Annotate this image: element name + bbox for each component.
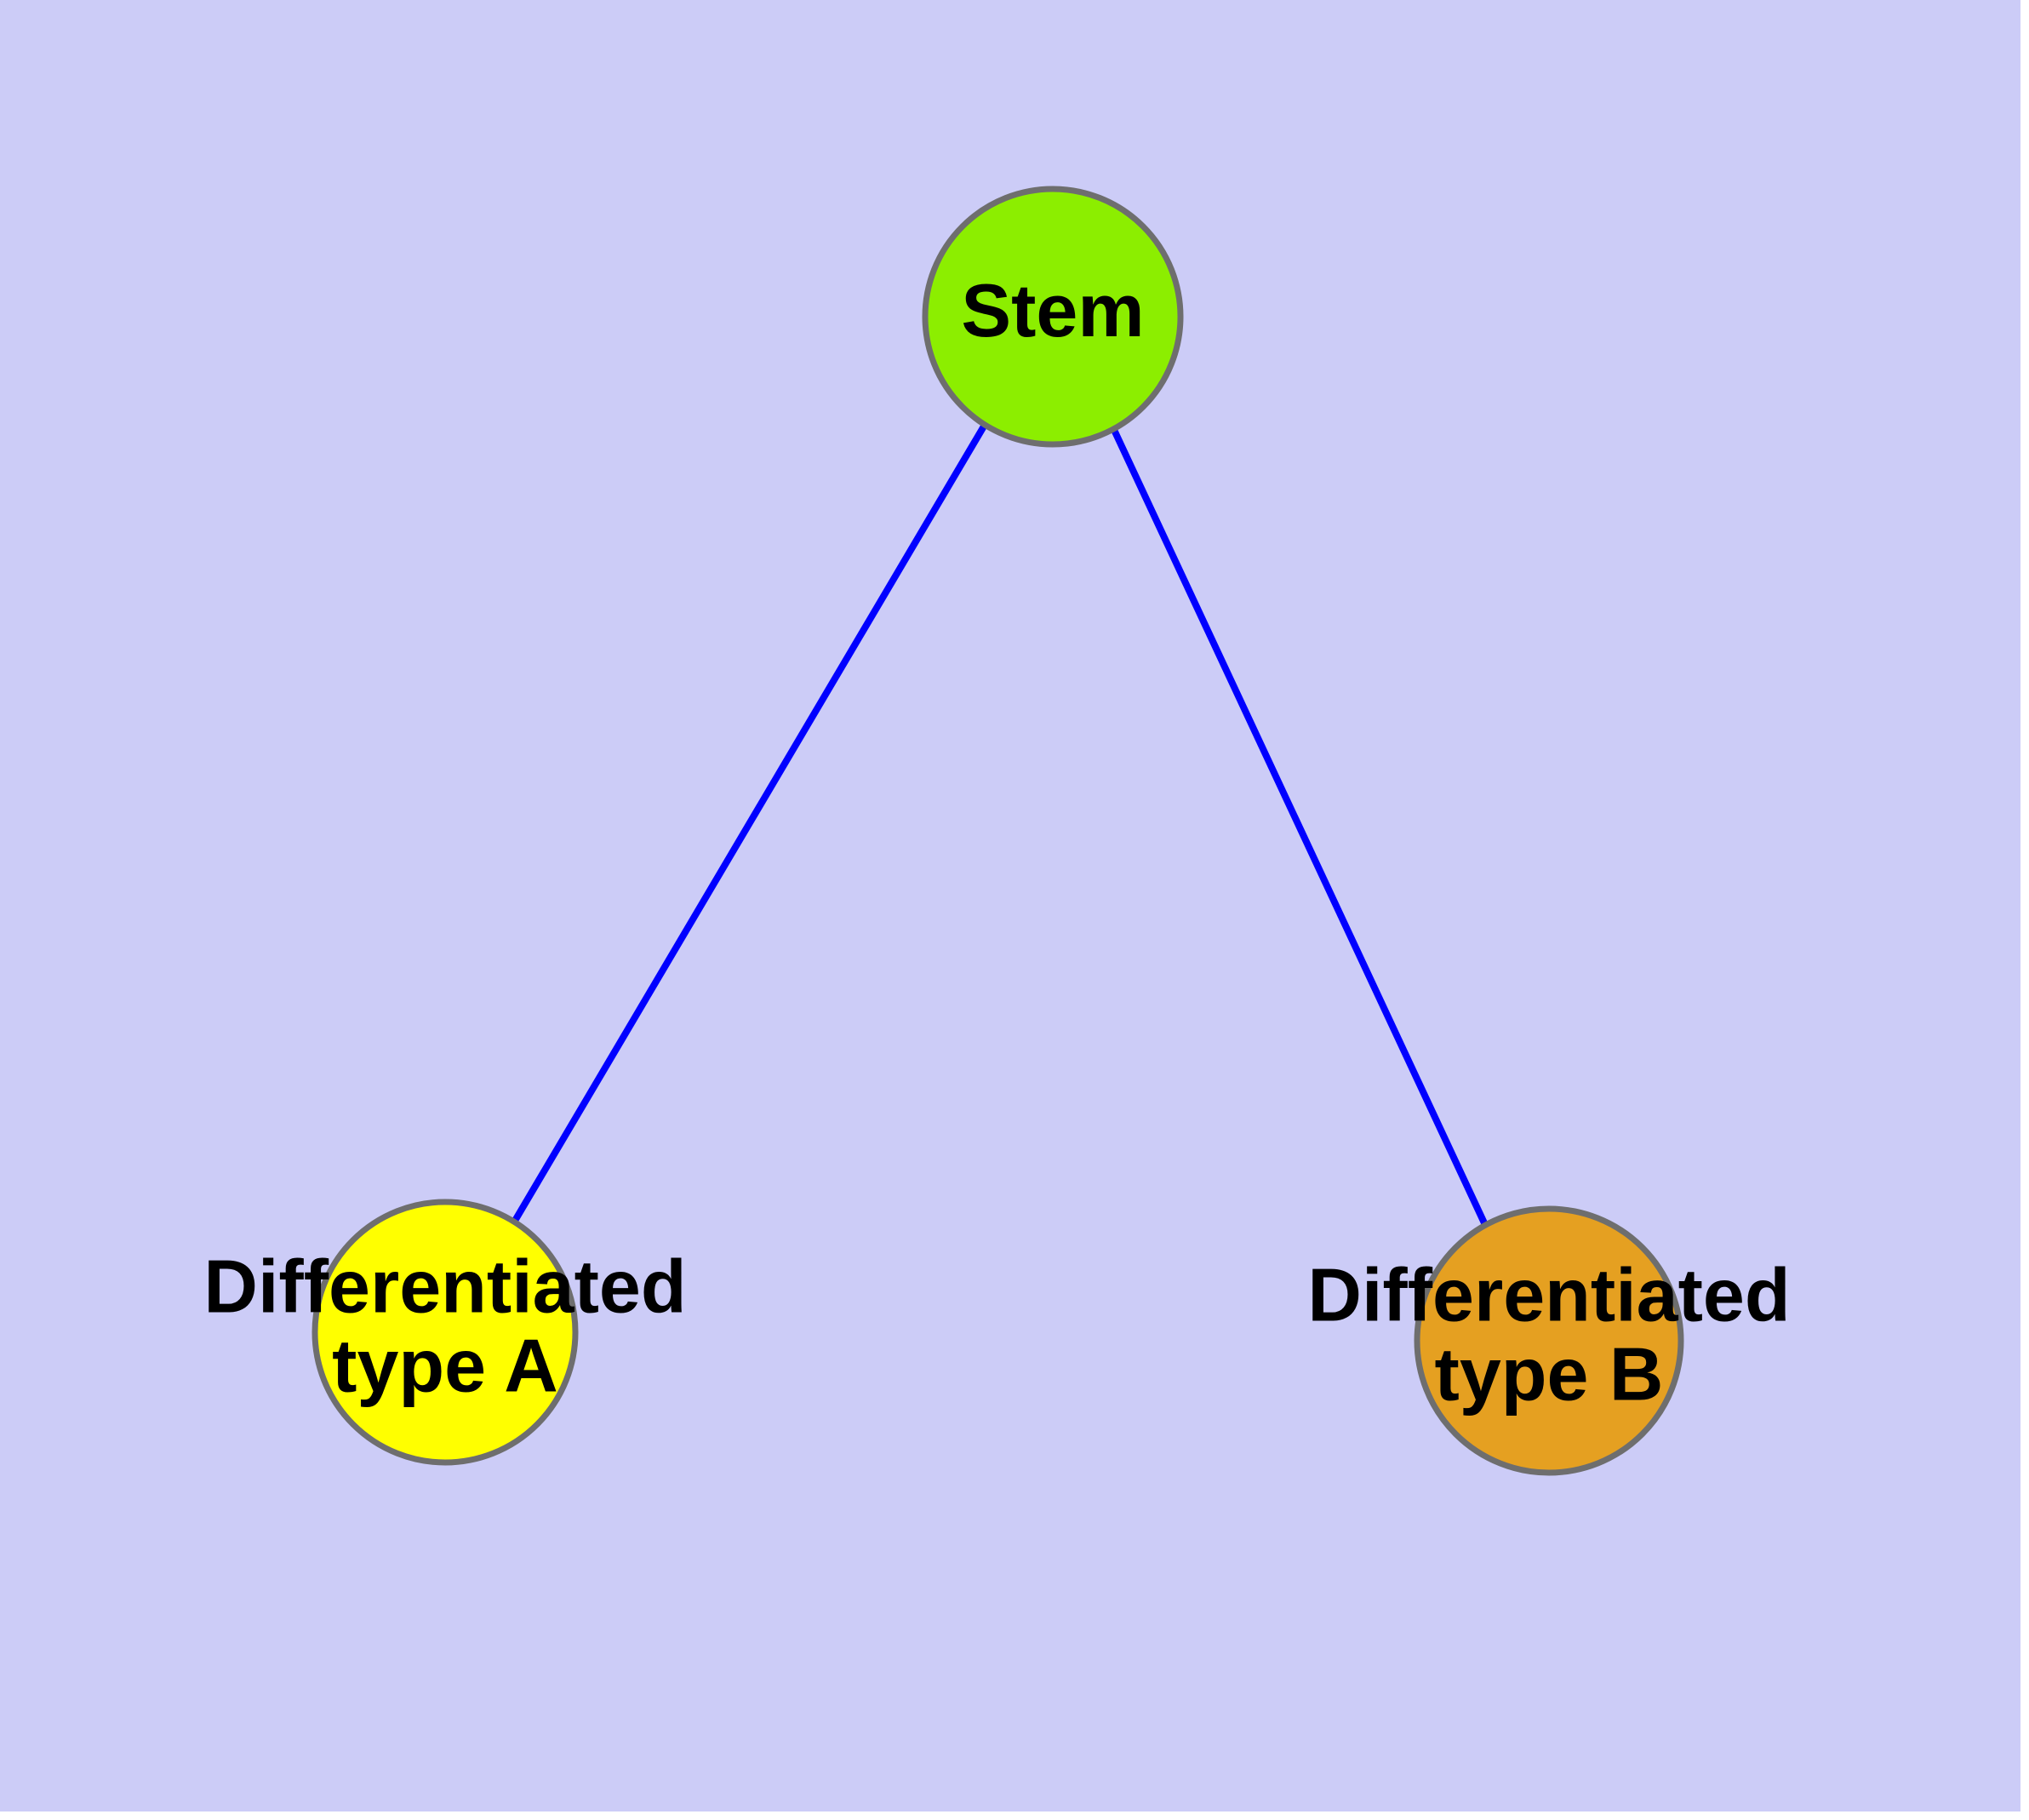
node-label-line: Differentiated [203, 1245, 686, 1329]
node-label-line: type A [332, 1324, 558, 1408]
graph-node-stem[interactable]: Stem [922, 186, 1184, 448]
node-label-stem: Stem [961, 268, 1144, 352]
edges-layer [512, 422, 1489, 1228]
node-label-line: Differentiated [1307, 1253, 1790, 1337]
node-circle-diff_a[interactable] [311, 1199, 579, 1466]
graph-edge-stem-diff_b[interactable] [1111, 428, 1489, 1228]
node-label-line: type B [1435, 1332, 1664, 1417]
node-circle-diff_b[interactable] [1414, 1205, 1684, 1476]
node-circle-stem[interactable] [922, 186, 1184, 448]
graph-edge-stem-diff_a[interactable] [512, 422, 988, 1223]
node-label-line: Stem [961, 268, 1144, 352]
